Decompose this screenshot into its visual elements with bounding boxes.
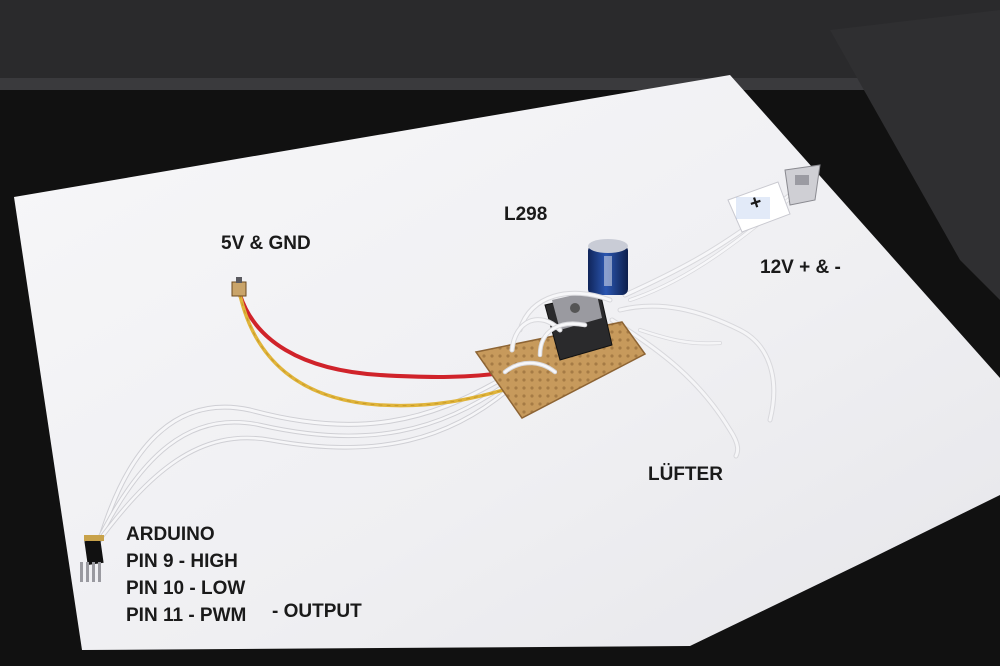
label-12v: 12V + & - <box>760 257 841 278</box>
label-fan: LÜFTER <box>648 464 723 485</box>
arduino-pin-labels: ARDUINO PIN 9 - HIGH PIN 10 - LOW PIN 11… <box>126 521 246 629</box>
connector-5v <box>231 277 247 297</box>
supply-5v-wires <box>238 293 512 408</box>
plus-tag <box>727 181 791 233</box>
arduino-pin-header <box>80 535 104 582</box>
arduino-signal-wires <box>89 377 511 553</box>
label-pin10: PIN 10 - LOW <box>126 578 246 599</box>
board-jumper-wires <box>502 290 613 375</box>
capacitor <box>588 239 628 295</box>
label-pin9: PIN 9 - HIGH <box>126 551 238 572</box>
label-5v-gnd: 5V & GND <box>221 233 311 254</box>
connector-12v <box>784 164 821 206</box>
label-pin11: PIN 11 - PWM <box>126 605 247 626</box>
monitor-edge <box>0 0 1000 300</box>
label-output: - OUTPUT <box>272 601 362 622</box>
label-l298: L298 <box>504 204 548 225</box>
label-arduino: ARDUINO <box>126 524 215 545</box>
fan-wires <box>609 303 777 459</box>
